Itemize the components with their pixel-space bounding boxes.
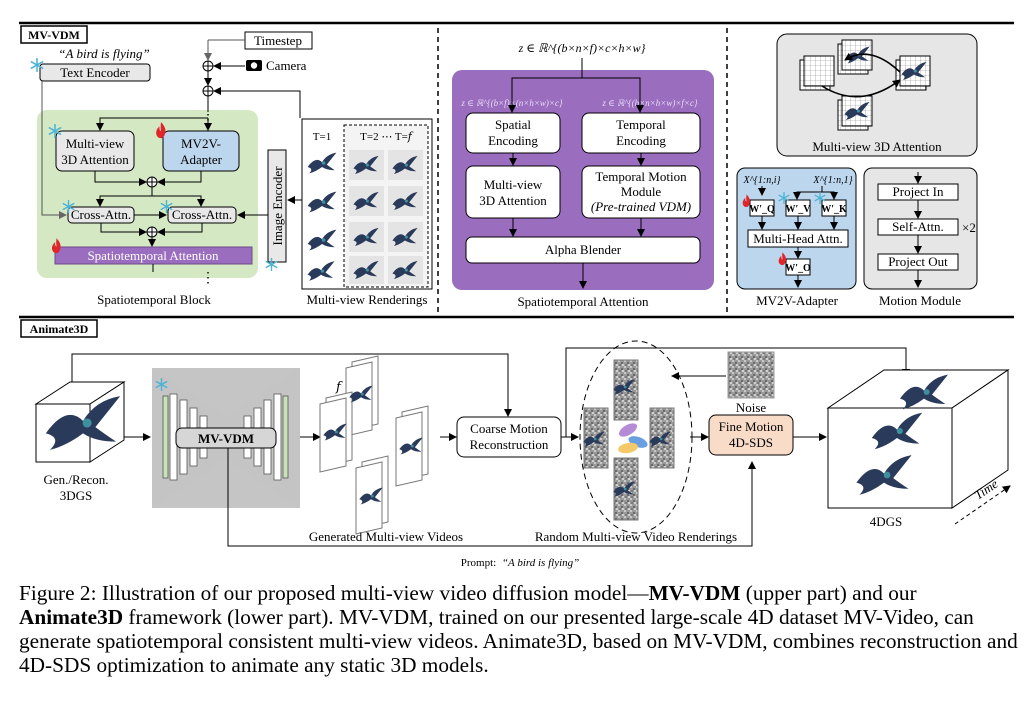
output-4dgs-cube: [826, 369, 1010, 509]
project-in: Project In: [893, 184, 944, 199]
image-encoder: Image Encoder: [270, 166, 285, 246]
caption-bold-mvvdm: MV-VDM: [648, 581, 741, 605]
wv-label: W′_V: [785, 204, 811, 215]
self-attn: Self-Attn.: [892, 219, 944, 234]
mv3d-attn-line1: Multi-view: [66, 136, 125, 151]
mvvdm-unet-label: MV-VDM: [198, 431, 254, 446]
caption-part2: (upper part) and our: [740, 581, 917, 605]
spatial-encoding-line1: Spatial: [495, 117, 531, 132]
coarse-line1: Coarse Motion: [470, 421, 548, 436]
4dgs-label: 4DGS: [870, 514, 903, 529]
gen-recon-line1: Gen./Recon.: [44, 472, 109, 487]
tmm-line1: Temporal Motion: [595, 169, 687, 184]
prompt-label: Prompt:: [461, 557, 496, 569]
tmm-line3: (Pre-trained VDM): [591, 199, 691, 214]
spatiotemporal-attention-bar: Spatiotemporal Attention: [87, 248, 219, 263]
camera-icon: [246, 60, 262, 71]
text-encoder: Text Encoder: [60, 65, 130, 80]
animate3d-section-label: Animate3D: [30, 322, 89, 336]
mv2v-adapter-caption: MV2V-Adapter: [756, 293, 839, 308]
cross-attn-right: Cross-Attn.: [172, 207, 232, 222]
temporal-encoding-line2: Encoding: [616, 133, 666, 148]
wq-label: W′_Q: [749, 204, 775, 215]
random-renderings-caption: Random Multi-view Video Renderings: [535, 529, 737, 544]
spatial-encoding-line2: Encoding: [488, 133, 538, 148]
mvvdm-section-label: MV-VDM: [28, 28, 80, 42]
mv2v-adapter-line2: Adapter: [180, 152, 223, 167]
mv3d-attn-line2: 3D Attention: [61, 152, 129, 167]
fine-line2: 4D-SDS: [729, 435, 773, 450]
temporal-encoding-line1: Temporal: [616, 117, 666, 132]
camera-label: Camera: [266, 58, 307, 73]
caption-part1: Figure 2: Illustration of our proposed m…: [19, 581, 649, 605]
timestep-label: Timestep: [254, 33, 302, 48]
frame-grid: [349, 150, 423, 284]
mv3d-panel-caption: Multi-view 3D Attention: [812, 139, 942, 154]
ellipsis-bottom: ⋮: [201, 271, 215, 286]
spatiotemporal-block-caption: Spatiotemporal Block: [97, 292, 211, 307]
wk-label: W′_K: [821, 204, 847, 215]
multiview-renderings-caption: Multi-view Renderings: [307, 292, 428, 307]
prompt-quote: “A bird is flying”: [58, 46, 149, 61]
prompt-row: Prompt: “A bird is flying”: [461, 557, 580, 569]
st-attention-caption: Spatiotemporal Attention: [517, 294, 649, 309]
x-right-label: X^{1:n,1}: [812, 175, 852, 186]
noise-label: Noise: [736, 400, 767, 415]
figure-diagram: MV-VDM “A bird is flying” Text Encoder T…: [19, 21, 1014, 569]
z-formula: z ∈ ℝ^{(b×n×f)×c×h×w}: [518, 41, 646, 55]
generated-videos-caption: Generated Multi-view Videos: [309, 529, 463, 544]
noise-square: [727, 351, 775, 399]
t2-tf-label: T=2 ⋯ T=𝑓: [360, 131, 414, 143]
x-left-label: X^{1:n,i}: [743, 175, 781, 186]
gen-recon-line2: 3DGS: [60, 488, 93, 503]
mv3d-line2: 3D Attention: [479, 193, 547, 208]
mha-label: Multi-Head Attn.: [753, 231, 843, 246]
times-two: ×2: [962, 220, 976, 235]
coarse-line2: Reconstruction: [470, 437, 549, 452]
mv3d-line1: Multi-view: [484, 177, 543, 192]
tmm-line2: Module: [621, 184, 662, 199]
motion-module-caption: Motion Module: [879, 293, 961, 308]
figure-caption: Figure 2: Illustration of our proposed m…: [19, 581, 1019, 677]
f-label: 𝑓: [335, 379, 343, 394]
caption-bold-animate3d: Animate3D: [19, 605, 124, 629]
project-out: Project Out: [888, 254, 948, 269]
mv2v-adapter-line1: MV2V-: [181, 136, 221, 151]
cross-attn-left: Cross-Attn.: [71, 207, 131, 222]
camera-cluster: [618, 423, 648, 454]
caption-part3: framework (lower part). MV-VDM, trained …: [19, 605, 1018, 677]
generated-frames: [319, 355, 429, 535]
alpha-blender: Alpha Blender: [545, 242, 622, 257]
fine-line1: Fine Motion: [719, 419, 784, 434]
wo-label: W′_O: [785, 263, 811, 274]
t1-label: T=1: [313, 131, 331, 143]
prompt-text: “A bird is flying”: [502, 557, 579, 569]
z-right: z ∈ ℝ^{(b×n×h×w)×f×c}: [601, 98, 698, 108]
